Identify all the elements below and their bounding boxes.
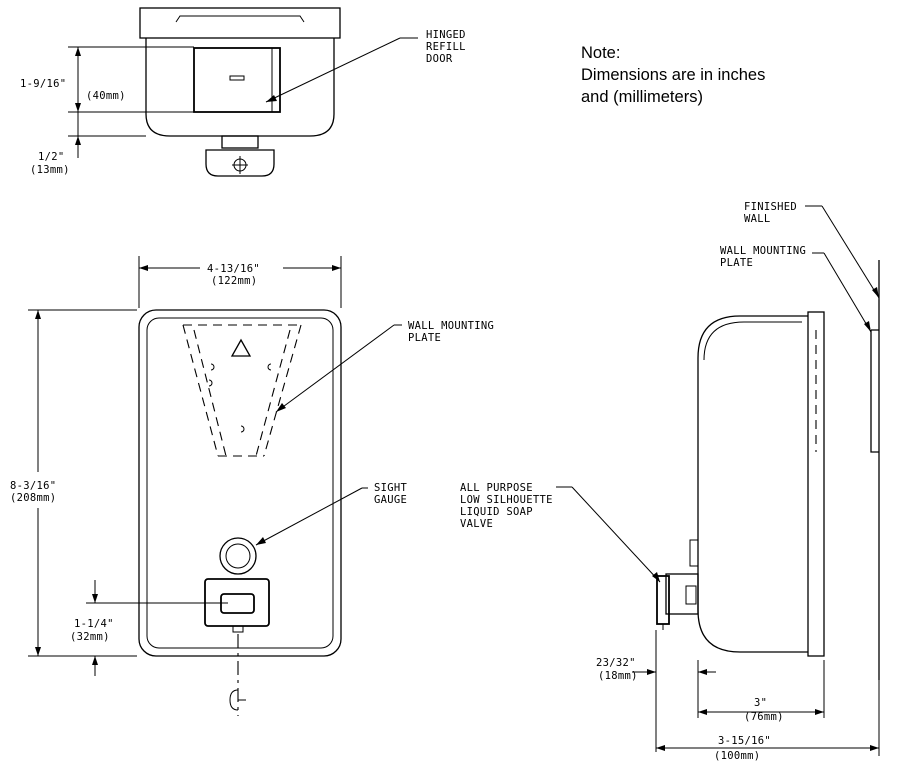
front-view-body-inner [146,317,334,649]
callout-wall: WALL [744,213,771,225]
dim-total-depth-inch: 3-15/16" [718,735,771,747]
dim-width-inch: 4-13/16" [207,263,260,275]
side-view-valve-body [665,573,699,615]
dim-body-depth-mm: (76mm) [744,711,784,723]
dim-door-height-mm: (40mm) [86,90,126,102]
top-view: 1-9/16" (40mm) 1/2" (13mm) HINGED REFILL… [20,7,466,177]
callout-sight: SIGHT [374,482,407,494]
dim-valve-depth-mm: (18mm) [598,670,638,682]
dim-offset-inch: 1/2" [38,151,65,163]
side-view-valve-button [656,575,670,625]
dimension-note: Note: Dimensions are in inches and (mill… [581,44,765,106]
refill-door-slot [229,75,245,81]
valve-nozzle [232,625,244,633]
callout-hinged: HINGED [426,29,466,41]
callout-plate: PLATE [408,332,441,344]
front-view: 4-13/16" (122mm) 8-3/16" (208mm) 1-1/4" … [10,256,494,716]
top-view-wall-plate [139,7,341,39]
callout-plate-side: PLATE [720,257,753,269]
note-line-1: Dimensions are in inches [581,66,765,84]
side-view-back-flange [807,311,825,657]
dim-valve-height-inch: 1-1/4" [74,618,114,630]
dim-valve-depth-inch: 23/32" [596,657,636,669]
centreline-symbol [229,689,246,711]
side-view-valve-mount [689,539,699,567]
top-view-valve-head [205,149,275,177]
note-title: Note: [581,44,620,62]
dim-valve-height-mm: (32mm) [70,631,110,643]
callout-liquid-soap: LIQUID SOAP [460,506,533,518]
callout-valve: VALVE [460,518,493,530]
callout-door: DOOR [426,53,453,65]
callout-refill: REFILL [426,41,466,53]
front-view-body-outer [138,309,342,657]
sight-gauge-window [225,543,251,569]
side-view-body [697,315,808,653]
side-view: FINISHED WALL WALL MOUNTING PLATE ALL PU… [460,201,880,762]
callout-low-silhouette: LOW SILHOUETTE [460,494,553,506]
leader-line [823,252,872,333]
top-view-plate-detail [175,15,305,23]
callout-wall-mounting-side: WALL MOUNTING [720,245,806,257]
sight-gauge [219,537,257,575]
dim-width-mm: (122mm) [211,275,257,287]
note-line-2: and (millimeters) [581,88,703,106]
dim-height-inch: 8-3/16" [10,480,56,492]
callout-gauge: GAUGE [374,494,407,506]
refill-door [193,47,281,113]
leader-line [255,487,363,546]
dim-height-mm: (208mm) [10,492,56,504]
leader-line [275,324,395,413]
side-view-mounting-plate [870,329,879,453]
callout-all-purpose: ALL PURPOSE [460,482,533,494]
callout-wall-mounting: WALL MOUNTING [408,320,494,332]
leader-line [571,486,661,583]
leader-line [265,37,401,103]
top-view-body [145,38,335,137]
dim-body-depth-inch: 3" [754,697,767,709]
top-view-valve-stem [221,135,259,149]
mounting-keyhole-triangle [230,338,252,357]
callout-finished: FINISHED [744,201,797,213]
dim-offset-mm: (13mm) [30,164,70,176]
dim-total-depth-mm: (100mm) [714,750,760,762]
leader-line [821,205,880,299]
hidden-mounting-plate [182,324,302,457]
dim-door-height-inch: 1-9/16" [20,78,66,90]
